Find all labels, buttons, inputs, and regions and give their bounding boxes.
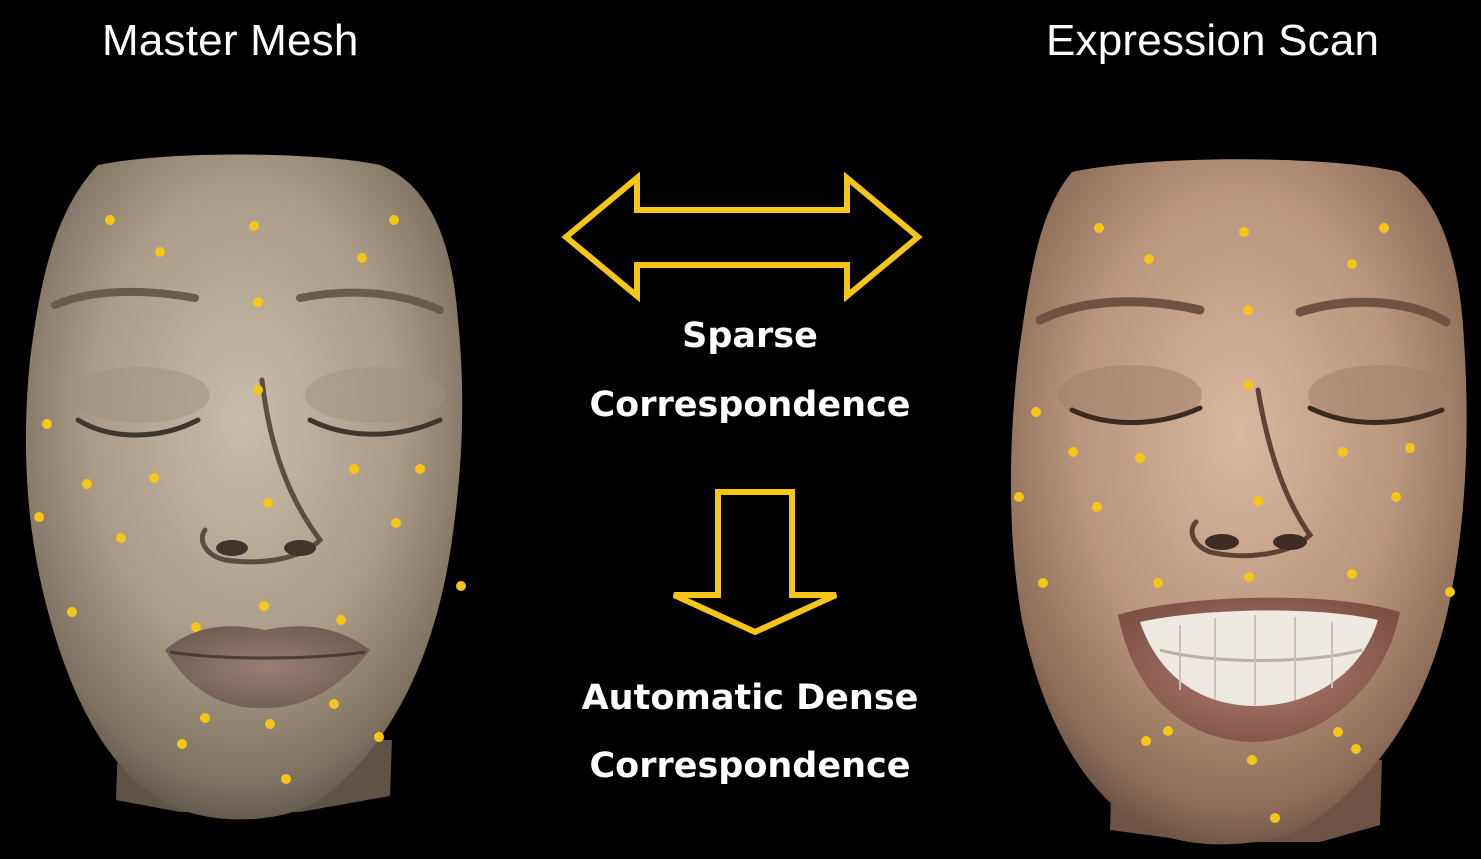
landmark-dot bbox=[1014, 492, 1024, 502]
landmark-dot bbox=[155, 247, 165, 257]
landmark-dot bbox=[249, 221, 259, 231]
landmark-dot bbox=[1144, 254, 1154, 264]
landmark-dot bbox=[263, 498, 273, 508]
landmark-dot bbox=[1338, 447, 1348, 457]
landmark-dot bbox=[1135, 453, 1145, 463]
landmark-dot bbox=[1270, 813, 1280, 823]
landmark-dot bbox=[1247, 755, 1257, 765]
landmark-dot bbox=[1347, 569, 1357, 579]
landmark-dot bbox=[374, 732, 384, 742]
landmark-dot bbox=[1068, 447, 1078, 457]
landmark-dot bbox=[1391, 492, 1401, 502]
master-mesh-title: Master Mesh bbox=[102, 16, 359, 66]
landmark-dot bbox=[281, 774, 291, 784]
landmark-dot bbox=[34, 512, 44, 522]
landmark-dot bbox=[1347, 259, 1357, 269]
landmark-dot bbox=[1141, 736, 1151, 746]
landmark-dot bbox=[177, 739, 187, 749]
landmark-dot bbox=[1239, 227, 1249, 237]
master-mesh-face-surface bbox=[26, 154, 462, 819]
landmark-dot bbox=[1092, 502, 1102, 512]
landmark-dot bbox=[389, 215, 399, 225]
landmark-dot bbox=[1153, 578, 1163, 588]
landmark-dot bbox=[105, 215, 115, 225]
landmark-dot bbox=[1094, 223, 1104, 233]
landmark-dot bbox=[1244, 572, 1254, 582]
landmark-dot bbox=[1031, 407, 1041, 417]
dense-correspondence-label-line2: Correspondence bbox=[540, 746, 960, 786]
double-arrow-icon bbox=[566, 178, 918, 296]
landmark-dot bbox=[116, 533, 126, 543]
landmark-dot bbox=[82, 479, 92, 489]
down-arrow-icon bbox=[674, 492, 836, 632]
landmark-dot bbox=[200, 713, 210, 723]
landmark-dot bbox=[456, 581, 466, 591]
landmark-dot bbox=[67, 607, 77, 617]
landmark-dot bbox=[1405, 443, 1415, 453]
landmark-dot bbox=[253, 297, 263, 307]
sparse-correspondence-label-line2: Correspondence bbox=[540, 385, 960, 425]
landmark-dot bbox=[149, 473, 159, 483]
landmark-dot bbox=[391, 518, 401, 528]
landmark-dot bbox=[265, 719, 275, 729]
landmark-dot bbox=[42, 419, 52, 429]
landmark-dot bbox=[253, 385, 263, 395]
landmark-dot bbox=[357, 253, 367, 263]
landmark-dot bbox=[1243, 305, 1253, 315]
expression-scan-face bbox=[1011, 159, 1467, 844]
master-mesh-face bbox=[26, 154, 462, 819]
landmark-dot bbox=[1333, 727, 1343, 737]
sparse-correspondence-label-line1: Sparse bbox=[540, 316, 960, 356]
landmark-dot bbox=[1379, 223, 1389, 233]
landmark-dot bbox=[415, 464, 425, 474]
dense-correspondence-label-line1: Automatic Dense bbox=[540, 678, 960, 718]
expression-scan-face-surface bbox=[1011, 159, 1467, 844]
landmark-dot bbox=[329, 699, 339, 709]
expression-scan-title: Expression Scan bbox=[1046, 16, 1379, 66]
landmark-dot bbox=[1038, 578, 1048, 588]
landmark-dot bbox=[1253, 496, 1263, 506]
landmark-dot bbox=[1445, 587, 1455, 597]
landmark-dot bbox=[1351, 744, 1361, 754]
landmark-dot bbox=[1243, 380, 1253, 390]
landmark-dot bbox=[1163, 726, 1173, 736]
landmark-dot bbox=[349, 464, 359, 474]
landmark-dot bbox=[191, 622, 201, 632]
landmark-dot bbox=[336, 615, 346, 625]
landmark-dot bbox=[259, 601, 269, 611]
